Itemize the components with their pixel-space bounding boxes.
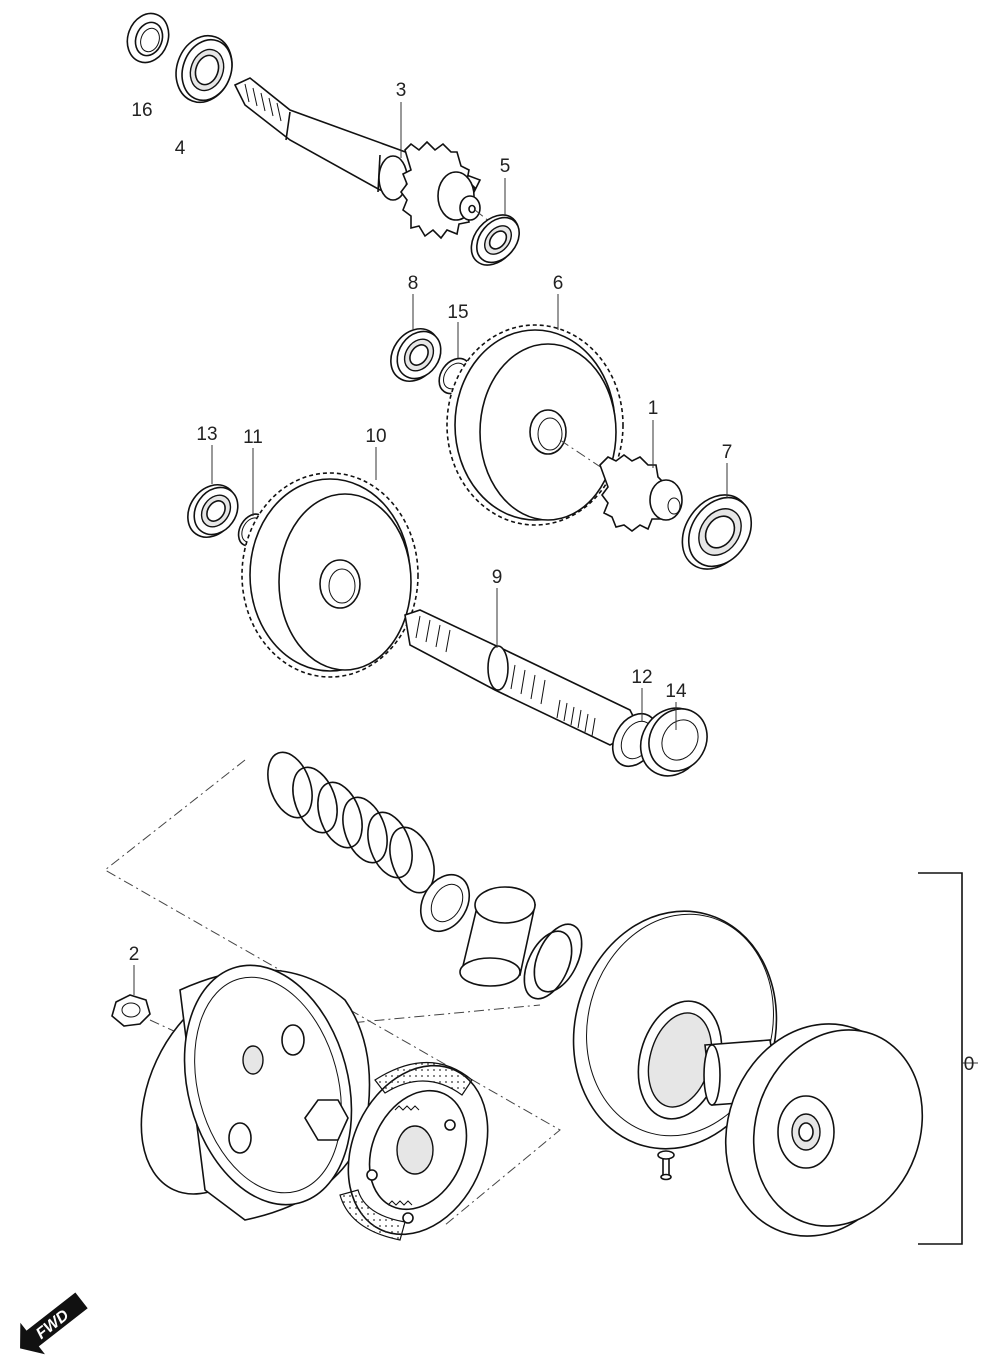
callout-6: 6 [553,273,564,294]
callout-16: 16 [131,100,152,121]
callout-9: 9 [492,567,503,588]
callout-10: 10 [365,426,386,447]
o-rings[interactable] [515,917,592,1006]
part-14-oil-seal[interactable] [629,697,719,788]
fixed-pulley-face[interactable] [696,998,949,1263]
callout-1: 1 [648,398,659,419]
part-3-input-shaft[interactable] [233,77,496,240]
collar[interactable] [459,886,536,987]
callout-11: 11 [243,427,263,448]
part-16-oil-seal[interactable] [121,8,176,69]
guide-pin[interactable] [657,1150,675,1181]
spring-seat-seal[interactable] [411,866,479,940]
part-8-bearing[interactable] [381,319,450,390]
callout-12: 12 [631,667,652,688]
part-10-final-gear[interactable] [241,472,419,678]
callout-15: 15 [447,302,468,323]
part-7-bearing[interactable] [668,482,764,582]
callout-3: 3 [396,80,407,101]
callout-2: 2 [129,944,140,965]
clutch-shoe-assembly[interactable] [322,1043,514,1257]
callout-4: 4 [175,138,186,159]
callout-14: 14 [665,681,687,702]
part-5-bearing[interactable] [462,206,529,275]
clutch-outer-bell[interactable] [110,946,377,1223]
part-1-pinion[interactable] [599,454,683,532]
callout-8: 8 [408,273,419,294]
part-2-nut[interactable] [111,994,151,1027]
callout-0: 0 [964,1054,975,1075]
part-9-output-shaft[interactable] [404,609,642,746]
callout-7: 7 [722,442,733,463]
callout-13: 13 [196,424,217,445]
callout-5: 5 [500,156,511,177]
part-4-bearing[interactable] [167,28,241,110]
part-13-bearing[interactable] [178,475,247,546]
compression-spring[interactable] [260,746,443,899]
fwd-direction-arrow: FWD [20,1292,88,1355]
part-6-counter-gear[interactable] [446,324,624,526]
